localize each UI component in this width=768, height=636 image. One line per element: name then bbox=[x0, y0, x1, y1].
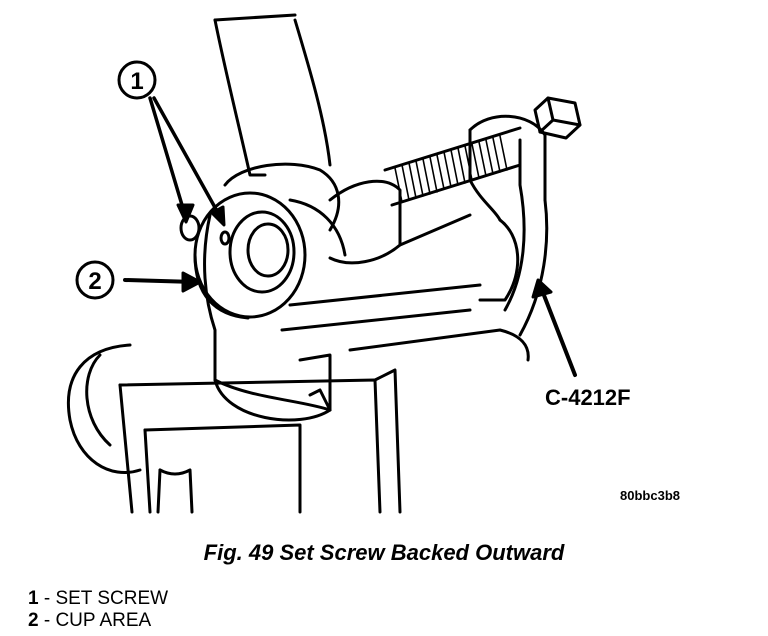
callout-1: 1 bbox=[117, 60, 226, 227]
figure-caption: Fig. 49 Set Screw Backed Outward bbox=[203, 540, 565, 565]
control-arm-knuckle bbox=[203, 13, 530, 422]
callout-2: 2 bbox=[75, 260, 202, 300]
vise-fixture bbox=[67, 343, 402, 514]
callout-1-label: 1 bbox=[130, 68, 143, 95]
legend-number: 1 bbox=[28, 588, 39, 609]
callout-2-label: 2 bbox=[88, 268, 101, 295]
callout-tool: C-4212F bbox=[531, 278, 631, 410]
legend-number: 2 bbox=[28, 610, 39, 631]
legend-item: 1 - SET SCREW bbox=[28, 588, 168, 610]
legend-item: 2 - CUP AREA bbox=[28, 610, 168, 632]
legend-text: - CUP AREA bbox=[38, 610, 152, 631]
legend-text: - SET SCREW bbox=[38, 588, 169, 609]
forcing-screw bbox=[383, 96, 582, 207]
set-screw-illustration: 1 2 C-4212F 80bbc3b8 bbox=[67, 13, 680, 514]
legend: 1 - SET SCREW 2 - CUP AREA bbox=[28, 588, 168, 632]
cup-area bbox=[193, 191, 347, 320]
tool-number-label: C-4212F bbox=[545, 385, 631, 410]
figure-id: 80bbc3b8 bbox=[620, 488, 680, 503]
press-tool-frame bbox=[328, 114, 549, 337]
